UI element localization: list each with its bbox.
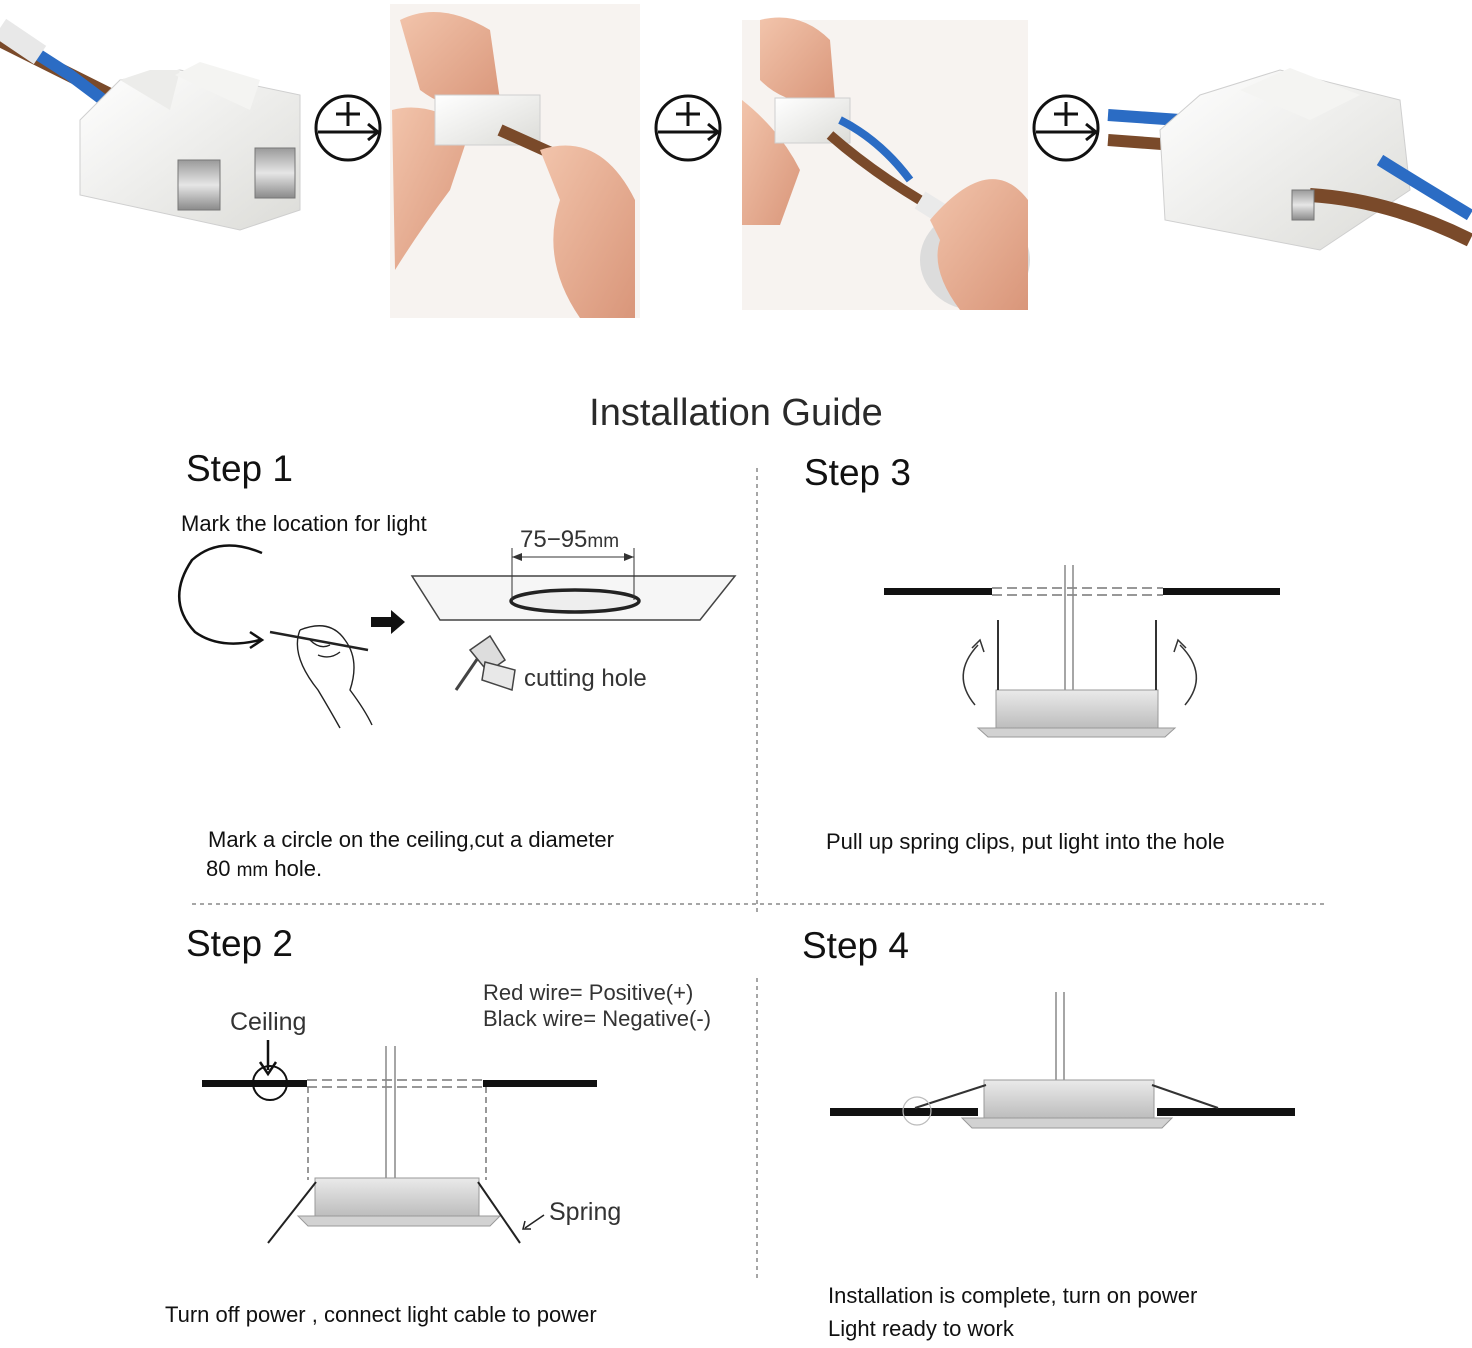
step1-heading: Step 1 <box>186 448 293 489</box>
spring-right <box>1151 1084 1219 1109</box>
ceiling-marker <box>252 1065 288 1101</box>
step1-mark-label: Mark the location for light <box>181 511 427 536</box>
plus-arrow-icon <box>314 94 382 162</box>
plus-arrow-icon <box>1032 94 1100 162</box>
ceiling-right <box>1157 1108 1295 1116</box>
dimension-value: 75−95 <box>520 526 588 553</box>
spring-left <box>267 1181 317 1244</box>
hole-diameter-unit: mm <box>236 860 269 881</box>
hole-cutter-icon <box>454 634 516 691</box>
cut-hole <box>509 588 641 614</box>
step2-ceiling-label: Ceiling <box>230 1008 307 1036</box>
spring-right <box>477 1181 521 1244</box>
ceiling-right <box>1163 588 1280 595</box>
step2-heading: Step 2 <box>186 923 293 964</box>
plus-arrow-icon <box>654 94 722 162</box>
step1-desc-line1: Mark a circle on the ceiling,cut a diame… <box>208 827 614 852</box>
step2-spring-label: Spring <box>549 1198 622 1226</box>
ceiling-left <box>884 588 992 595</box>
step2-red-wire: Red wire= Positive(+) <box>483 980 694 1005</box>
step2-desc: Turn off power , connect light cable to … <box>165 1302 597 1327</box>
ceiling-right <box>483 1080 597 1087</box>
ceiling-left <box>830 1108 978 1116</box>
step4-heading: Step 4 <box>802 925 909 966</box>
dimension-unit: mm <box>587 531 620 552</box>
right-arrow-icon <box>371 610 405 634</box>
step2-black-wire: Black wire= Negative(-) <box>483 1006 712 1031</box>
step3-desc: Pull up spring clips, put light into the… <box>826 829 1225 854</box>
spring-left <box>914 1084 987 1109</box>
circular-arrow-icon <box>178 544 263 645</box>
light-fixture <box>995 689 1159 729</box>
photo-connector-open <box>0 18 301 231</box>
rotate-arrow-icon <box>1179 644 1198 706</box>
step1-cut-label: cutting hole <box>524 665 647 692</box>
step1-desc-line2: 80 mm hole. <box>206 854 322 885</box>
step4-desc-line1: Installation is complete, turn on power <box>828 1283 1198 1308</box>
page-title: Installation Guide <box>589 392 883 434</box>
step3-heading: Step 3 <box>804 452 911 493</box>
rotate-arrow-icon <box>962 644 979 706</box>
step4-desc-line2: Light ready to work <box>828 1316 1014 1341</box>
wire-connection-photo-strip <box>0 4 1472 318</box>
step1-dimension: 75−95mm <box>520 526 619 554</box>
photo-insert-blue-wire <box>742 17 1030 310</box>
light-fixture <box>983 1079 1155 1119</box>
hand-pencil-icon <box>269 625 373 729</box>
hole-desc-end: hole. <box>274 856 323 881</box>
photo-insert-brown-wire <box>390 4 640 318</box>
hole-diameter-value: 80 <box>206 856 231 881</box>
ceiling-left <box>202 1080 307 1087</box>
photo-connector-wired <box>1107 68 1472 251</box>
